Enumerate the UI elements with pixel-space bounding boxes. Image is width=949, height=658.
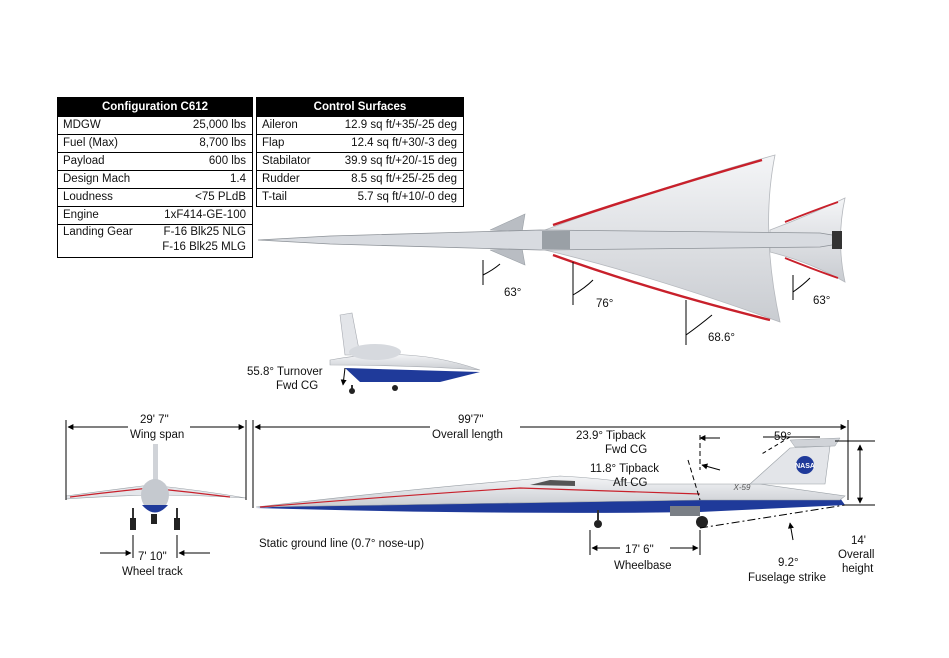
- height-value: 14': [851, 535, 866, 547]
- wheelbase-value: 17' 6": [625, 544, 654, 556]
- angle-wing-te-label: 68.6°: [708, 332, 735, 344]
- front-view-dimensions: [65, 420, 247, 558]
- table-row: Payload 600 lbs: [58, 152, 252, 170]
- turnover-label-line1: 55.8° Turnover: [247, 366, 323, 378]
- row-value: 600 lbs: [208, 155, 246, 167]
- side-view-fuselage-mark: X-59: [733, 483, 751, 492]
- row-key: MDGW: [63, 119, 101, 131]
- wing-span-label: Wing span: [130, 429, 185, 441]
- height-label-line1: Overall: [838, 549, 875, 561]
- control-surfaces-table: Control Surfaces Aileron 12.9 sq ft/+35/-…: [256, 97, 464, 207]
- wheel-track-label: Wheel track: [122, 566, 183, 578]
- tipback-aft-line2: Aft CG: [613, 477, 648, 489]
- overall-length-label: Overall length: [432, 429, 503, 441]
- wheelbase-label: Wheelbase: [614, 560, 672, 572]
- tail-angle-label: 59°: [774, 431, 792, 443]
- row-value-line1: F-16 Blk25 NLG: [163, 226, 246, 238]
- row-value-line2: F-16 Blk25 MLG: [162, 241, 246, 253]
- angle-canard-label: 63°: [504, 287, 522, 299]
- row-value: 39.9 sq ft/+20/-15 deg: [344, 155, 457, 167]
- table-row: Design Mach 1.4: [58, 170, 252, 188]
- control-table-title: Control Surfaces: [257, 98, 463, 116]
- row-key: Aileron: [262, 119, 298, 131]
- row-key: Design Mach: [63, 173, 131, 185]
- row-value: 25,000 lbs: [192, 119, 246, 131]
- wheel-track-value: 7' 10": [138, 551, 167, 563]
- table-row: Rudder 8.5 sq ft/+25/-25 deg: [257, 170, 463, 188]
- config-table-title: Configuration C612: [58, 98, 252, 116]
- tipback-fwd-line1: 23.9° Tipback: [576, 430, 646, 442]
- wing-span-value: 29' 7": [140, 414, 169, 426]
- row-key: Flap: [262, 137, 285, 149]
- height-label-line2: height: [842, 563, 874, 575]
- table-row: Fuel (Max) 8,700 lbs: [58, 134, 252, 152]
- row-key: Rudder: [262, 173, 300, 185]
- top-view-aircraft: [257, 154, 846, 323]
- row-value: 8,700 lbs: [199, 137, 246, 149]
- angle-wing-le-label: 76°: [596, 298, 614, 310]
- fuselage-strike-value: 9.2°: [778, 557, 799, 569]
- side-view-tail-logo: NASA: [795, 463, 815, 470]
- row-value: 1.4: [230, 173, 246, 185]
- row-value: 1xF414-GE-100: [164, 209, 246, 221]
- table-row: Flap 12.4 sq ft/+30/-3 deg: [257, 134, 463, 152]
- top-view-angle-marks: [482, 260, 811, 345]
- table-row: Stabilator 39.9 sq ft/+20/-15 deg: [257, 152, 463, 170]
- fuselage-strike-label: Fuselage strike: [748, 572, 826, 584]
- row-key: Loudness: [63, 191, 113, 203]
- row-key: Landing Gear: [63, 226, 133, 238]
- row-key: Engine: [63, 209, 99, 221]
- row-value: 12.9 sq ft/+35/-25 deg: [344, 119, 457, 131]
- table-row: Aileron 12.9 sq ft/+35/-25 deg: [257, 116, 463, 134]
- perspective-aircraft: [329, 312, 481, 394]
- config-table: Configuration C612 MDGW 25,000 lbs Fuel (…: [57, 97, 253, 258]
- row-key: Payload: [63, 155, 105, 167]
- row-value: 5.7 sq ft/+10/-0 deg: [357, 191, 457, 203]
- table-row: MDGW 25,000 lbs: [58, 116, 252, 134]
- row-value: 12.4 sq ft/+30/-3 deg: [351, 137, 457, 149]
- side-view-dimensions: [252, 420, 875, 555]
- table-row: Loudness <75 PLdB: [58, 188, 252, 206]
- row-key: T-tail: [262, 191, 287, 203]
- overall-length-value: 99'7": [458, 414, 484, 426]
- table-row-landing-gear: Landing Gear F-16 Blk25 NLG F-16 Blk25 ML…: [58, 224, 252, 257]
- front-view-aircraft: [65, 444, 247, 530]
- table-row: Engine 1xF414-GE-100: [58, 206, 252, 224]
- ground-line-label: Static ground line (0.7° nose-up): [259, 538, 425, 550]
- row-value: <75 PLdB: [195, 191, 246, 203]
- row-key: Fuel (Max): [63, 137, 118, 149]
- side-view-aircraft: [255, 437, 846, 528]
- row-key: Stabilator: [262, 155, 311, 167]
- row-value: F-16 Blk25 NLG F-16 Blk25 MLG: [162, 225, 252, 257]
- row-value: 8.5 sq ft/+25/-25 deg: [351, 173, 457, 185]
- angle-tail-label: 63°: [813, 295, 831, 307]
- tipback-fwd-line2: Fwd CG: [605, 444, 648, 456]
- turnover-label-line2: Fwd CG: [276, 380, 319, 392]
- table-row: T-tail 5.7 sq ft/+10/-0 deg: [257, 188, 463, 206]
- tipback-aft-line1: 11.8° Tipback: [590, 463, 659, 475]
